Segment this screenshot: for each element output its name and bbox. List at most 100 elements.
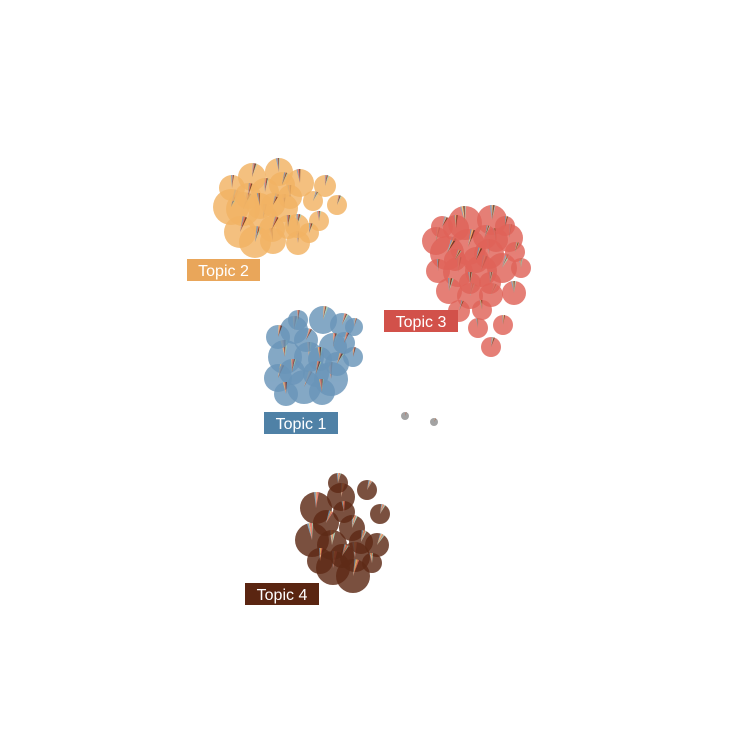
pie-slice (515, 242, 518, 252)
topic-4-node-pie[interactable] (307, 548, 333, 574)
topic-3-node-pie[interactable] (481, 337, 501, 357)
pie-slice (308, 523, 312, 540)
pie-slice (491, 337, 494, 347)
pie-slice (318, 347, 320, 359)
pie-slice (313, 192, 319, 201)
pie-slice (491, 204, 493, 220)
topic-3-node-pie[interactable] (472, 300, 492, 320)
pie-slice (502, 315, 505, 325)
topic-1-node-pie[interactable] (288, 310, 308, 330)
pie-slice (468, 229, 474, 247)
pie-slice (367, 480, 370, 490)
pie-slice (319, 211, 321, 221)
topic-4-node-pie[interactable] (333, 501, 355, 523)
topic-2-node-pie[interactable] (247, 193, 273, 219)
pie-slice (337, 352, 341, 364)
topic-2-node-pie[interactable] (303, 191, 323, 211)
pie-slice (342, 313, 347, 325)
pie-slice (297, 310, 298, 320)
pie-slice (231, 174, 233, 188)
topic-3-node-pie[interactable] (473, 225, 497, 249)
topic-3-node-pie[interactable] (436, 278, 462, 304)
pie-slice (323, 306, 326, 320)
pie-slice (456, 215, 458, 228)
unclustered-node-pie[interactable] (401, 412, 409, 420)
pie-slice (287, 215, 289, 227)
topic-3-node-pie[interactable] (431, 216, 453, 238)
topic-3-node-pie[interactable] (463, 247, 489, 273)
pie-slice (405, 412, 407, 416)
pie-slice (288, 215, 291, 227)
pie-slice (278, 158, 280, 172)
unclustered-node-pie[interactable] (430, 418, 438, 426)
topic-3-node-pie[interactable] (502, 281, 526, 305)
pie-slice (338, 473, 340, 483)
topic-2-node-pie[interactable] (276, 215, 300, 239)
topic-3-node-pie[interactable] (505, 242, 525, 262)
pie-slice (316, 492, 319, 508)
topic-4-node-pie[interactable] (349, 530, 373, 554)
pie-slice (459, 300, 464, 311)
pie-slice (502, 253, 508, 268)
pie-slice (434, 418, 435, 422)
pie-slice (515, 242, 517, 252)
topic-4-node-pie[interactable] (313, 510, 339, 536)
topic-2-node-pie[interactable] (327, 195, 347, 215)
pie-slice (320, 347, 323, 359)
pie-slice (459, 300, 463, 311)
topic-1-node-pie[interactable] (345, 318, 363, 336)
topic-3-node-pie[interactable] (468, 317, 488, 338)
topic-3-node-pie[interactable] (444, 249, 466, 271)
topic-1-node-pie[interactable] (309, 378, 335, 405)
pie-slice (369, 553, 372, 563)
topic-1-node-pie[interactable] (325, 352, 349, 376)
pie-slice (325, 175, 330, 186)
topic-1-node-pie[interactable] (333, 332, 355, 354)
pie-slice (491, 337, 493, 347)
topic-4-node-pie[interactable] (357, 480, 377, 500)
pie-slice (248, 183, 252, 196)
pie-slice (490, 272, 493, 283)
topic-3-node-pie[interactable] (479, 272, 501, 294)
pie-slice (312, 523, 313, 540)
topic-4-node-pie[interactable] (328, 473, 348, 493)
pie-slice (434, 418, 436, 422)
topic-2-node-pie[interactable] (299, 223, 319, 243)
pie-slice (316, 361, 318, 374)
topic-1-node-pie[interactable] (309, 306, 337, 334)
pie-slice (342, 544, 347, 556)
pie-slice (252, 163, 257, 177)
pie-slice (372, 553, 374, 563)
pie-slice (314, 492, 316, 508)
pie-slice (298, 310, 300, 320)
topic-3-node-pie[interactable] (426, 259, 450, 283)
topic-3-node-pie[interactable] (459, 272, 481, 294)
pie-slice (489, 272, 491, 283)
topic-1-node-pie[interactable] (294, 328, 318, 352)
topic-2-node-pie[interactable] (314, 175, 336, 197)
pie-slice (505, 216, 507, 226)
pie-slice (332, 530, 336, 545)
topic-label-text: Topic 2 (198, 263, 249, 280)
topic-3-node-pie[interactable] (493, 315, 513, 335)
pie-slice (337, 195, 342, 205)
pie-slice (492, 205, 495, 220)
topic-4-node-pie[interactable] (330, 544, 354, 568)
topic-4-node-pie[interactable] (370, 504, 390, 524)
pie-slice (337, 352, 342, 364)
topic-3-node-pie[interactable] (511, 258, 531, 278)
pie-slice (322, 379, 324, 392)
pie-slice (511, 281, 514, 293)
pie-slice (476, 247, 483, 260)
pie-slice (468, 229, 472, 247)
pie-slice (505, 216, 509, 226)
topic-1-node-pie[interactable] (279, 359, 305, 385)
topic-2-node-pie[interactable] (269, 172, 295, 198)
topic-1-node-pie[interactable] (274, 382, 298, 406)
pie-slice (442, 216, 447, 227)
topic-3-node-pie[interactable] (495, 216, 515, 236)
pie-slice (258, 193, 260, 206)
topic-4-node-pie[interactable] (362, 553, 382, 573)
pie-slice (353, 347, 356, 357)
topic-1-node-pie[interactable] (266, 325, 290, 349)
